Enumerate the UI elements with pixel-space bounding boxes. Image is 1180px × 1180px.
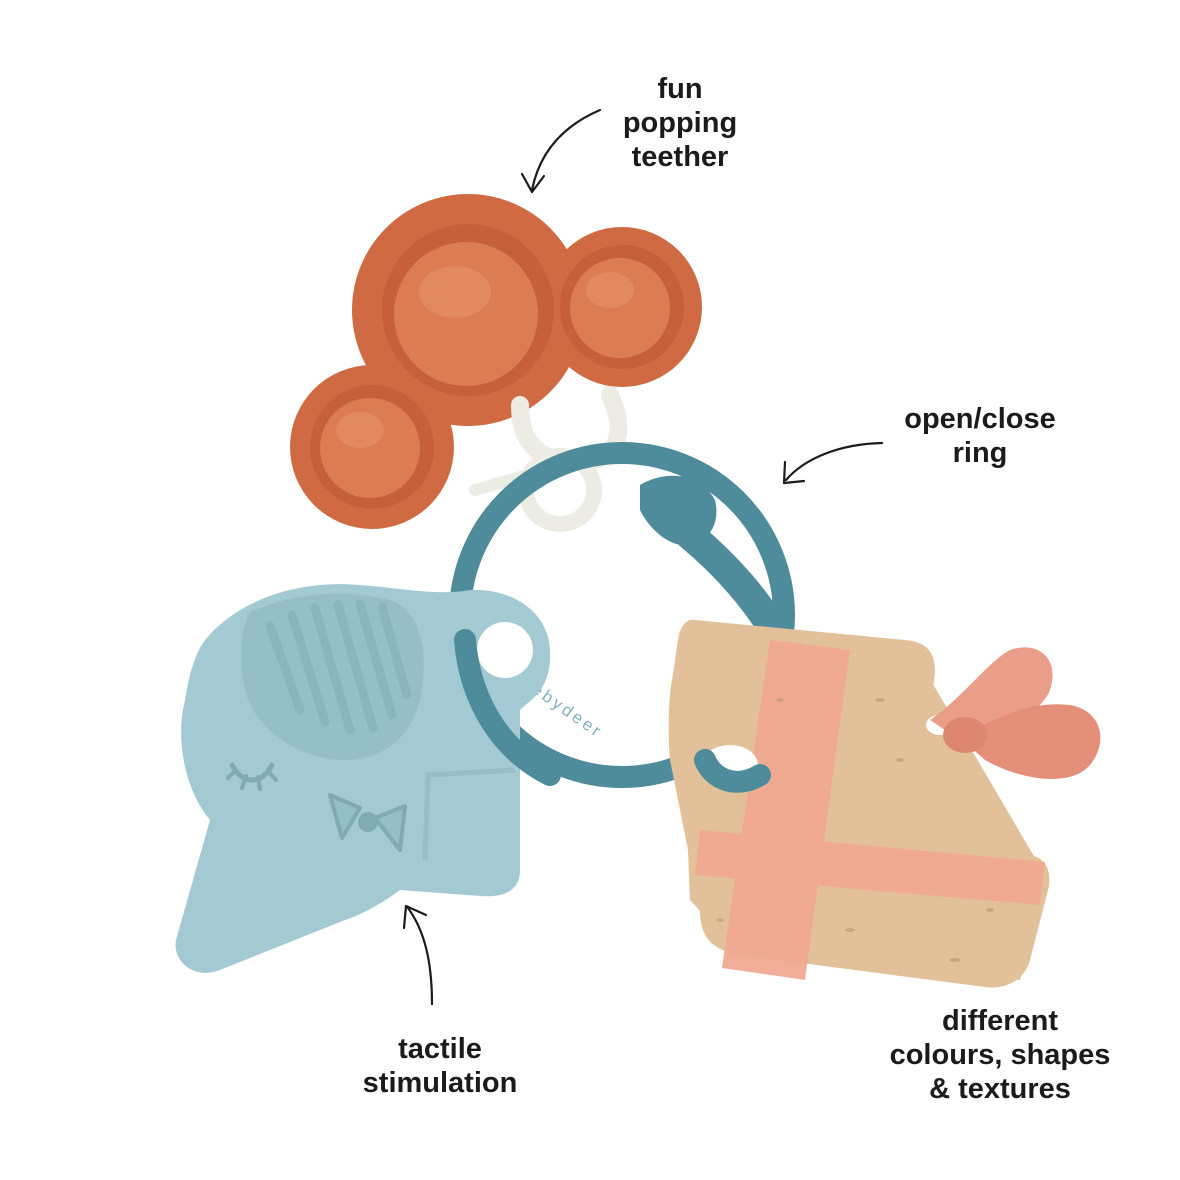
elephant-ridges [265,599,412,735]
left-bubble [320,398,420,498]
callout-ring-line-1: open/close [904,403,1056,435]
plush-bow [930,647,1101,779]
callout-tactile-line-2: stimulation [362,1067,518,1099]
arrow-ring-head [782,460,806,485]
callout-popping-line-1: fun [657,73,703,105]
arrow-ring-icon [784,441,884,482]
callout-open-close-ring: open/close ring [850,402,1110,470]
callout-textures-line-1: different [942,1005,1058,1037]
callout-different-textures: different colours, shapes & textures [840,1004,1160,1106]
arrow-tactile-head [402,904,428,930]
elephant-teether [175,584,551,973]
callout-tactile-line-1: tactile [398,1033,482,1065]
arrow-popping-icon [530,108,602,192]
callout-ring-line-2: ring [952,437,1008,469]
cross-horizontal [695,830,1045,905]
callout-popping-teether: fun popping teether [560,72,800,174]
callout-popping-line-2: popping [622,107,738,139]
callout-textures-line-3: & textures [929,1073,1071,1105]
callout-popping-line-3: teether [631,141,729,173]
popping-teether [290,194,702,529]
callout-textures-line-2: colours, shapes [889,1039,1111,1071]
right-bubble [570,258,670,358]
callout-tactile-stimulation: tactile stimulation [300,1032,580,1100]
arrow-popping-head [520,172,546,194]
cross-vertical [722,640,850,980]
arrow-tactile-icon [406,906,434,1006]
elephant-bow-icon [328,793,407,852]
